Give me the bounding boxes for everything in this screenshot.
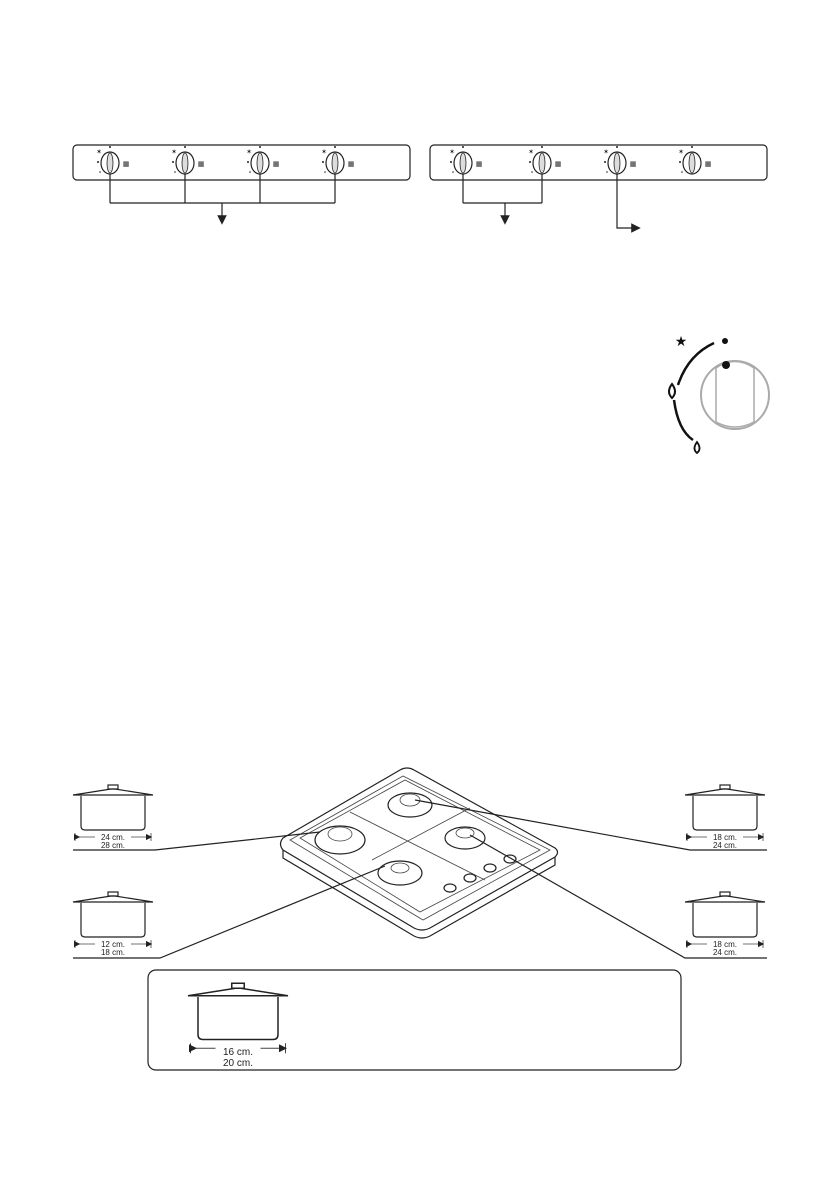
pot-min-size: 12 cm. [101,940,125,949]
knob-detail: ★ [668,333,770,455]
pot-max-size: 28 cm. [101,841,125,850]
pot-top-left: 24 cm. 28 cm. [73,785,153,850]
arrow-right-icon [616,174,641,233]
pot-max-size: 18 cm. [101,948,125,957]
off-dot-icon [722,338,728,344]
large-flame-icon [668,382,676,400]
hob-knob-icon [443,883,457,893]
hob-knob-icon [503,854,517,864]
knob-icon [170,145,205,175]
knob-icon [245,145,280,175]
pot-min-size: 18 cm. [713,940,737,949]
pot-min-size: 24 cm. [101,833,125,842]
control-panel-right [429,144,768,233]
small-flame-icon [693,440,701,455]
burner-icon [444,826,486,850]
hob-illustration [73,767,767,959]
pot-max-size: 24 cm. [713,841,737,850]
knob-icon [448,145,483,175]
knob-icon [95,145,130,175]
knob-icon [677,145,712,175]
pot-min-size: 18 cm. [713,833,737,842]
spark-icon: ★ [675,333,688,349]
pot-max-size: 20 cm. [223,1058,253,1069]
burner-icon [387,792,433,818]
hob-knob-icon [483,863,497,873]
pot-bottom-left: 12 cm. 18 cm. [73,892,153,957]
pot-max-size: 24 cm. [713,948,737,957]
pot-min-size: 16 cm. [223,1047,253,1058]
pot-top-right: 18 cm. 24 cm. [685,785,765,850]
pot-icon [188,983,288,1053]
control-panel-left [72,144,411,225]
indicator-dot-icon [722,361,730,369]
pot-bottom-right: 18 cm. 24 cm. [685,892,765,957]
burner-icon [377,860,423,886]
burner-icon [314,825,366,855]
hob-knob-icon [463,873,477,883]
pot-box: 16 cm. 20 cm. [147,969,682,1071]
knob-icon [527,145,562,175]
knob-icon [602,145,637,175]
knob-icon [320,145,355,175]
